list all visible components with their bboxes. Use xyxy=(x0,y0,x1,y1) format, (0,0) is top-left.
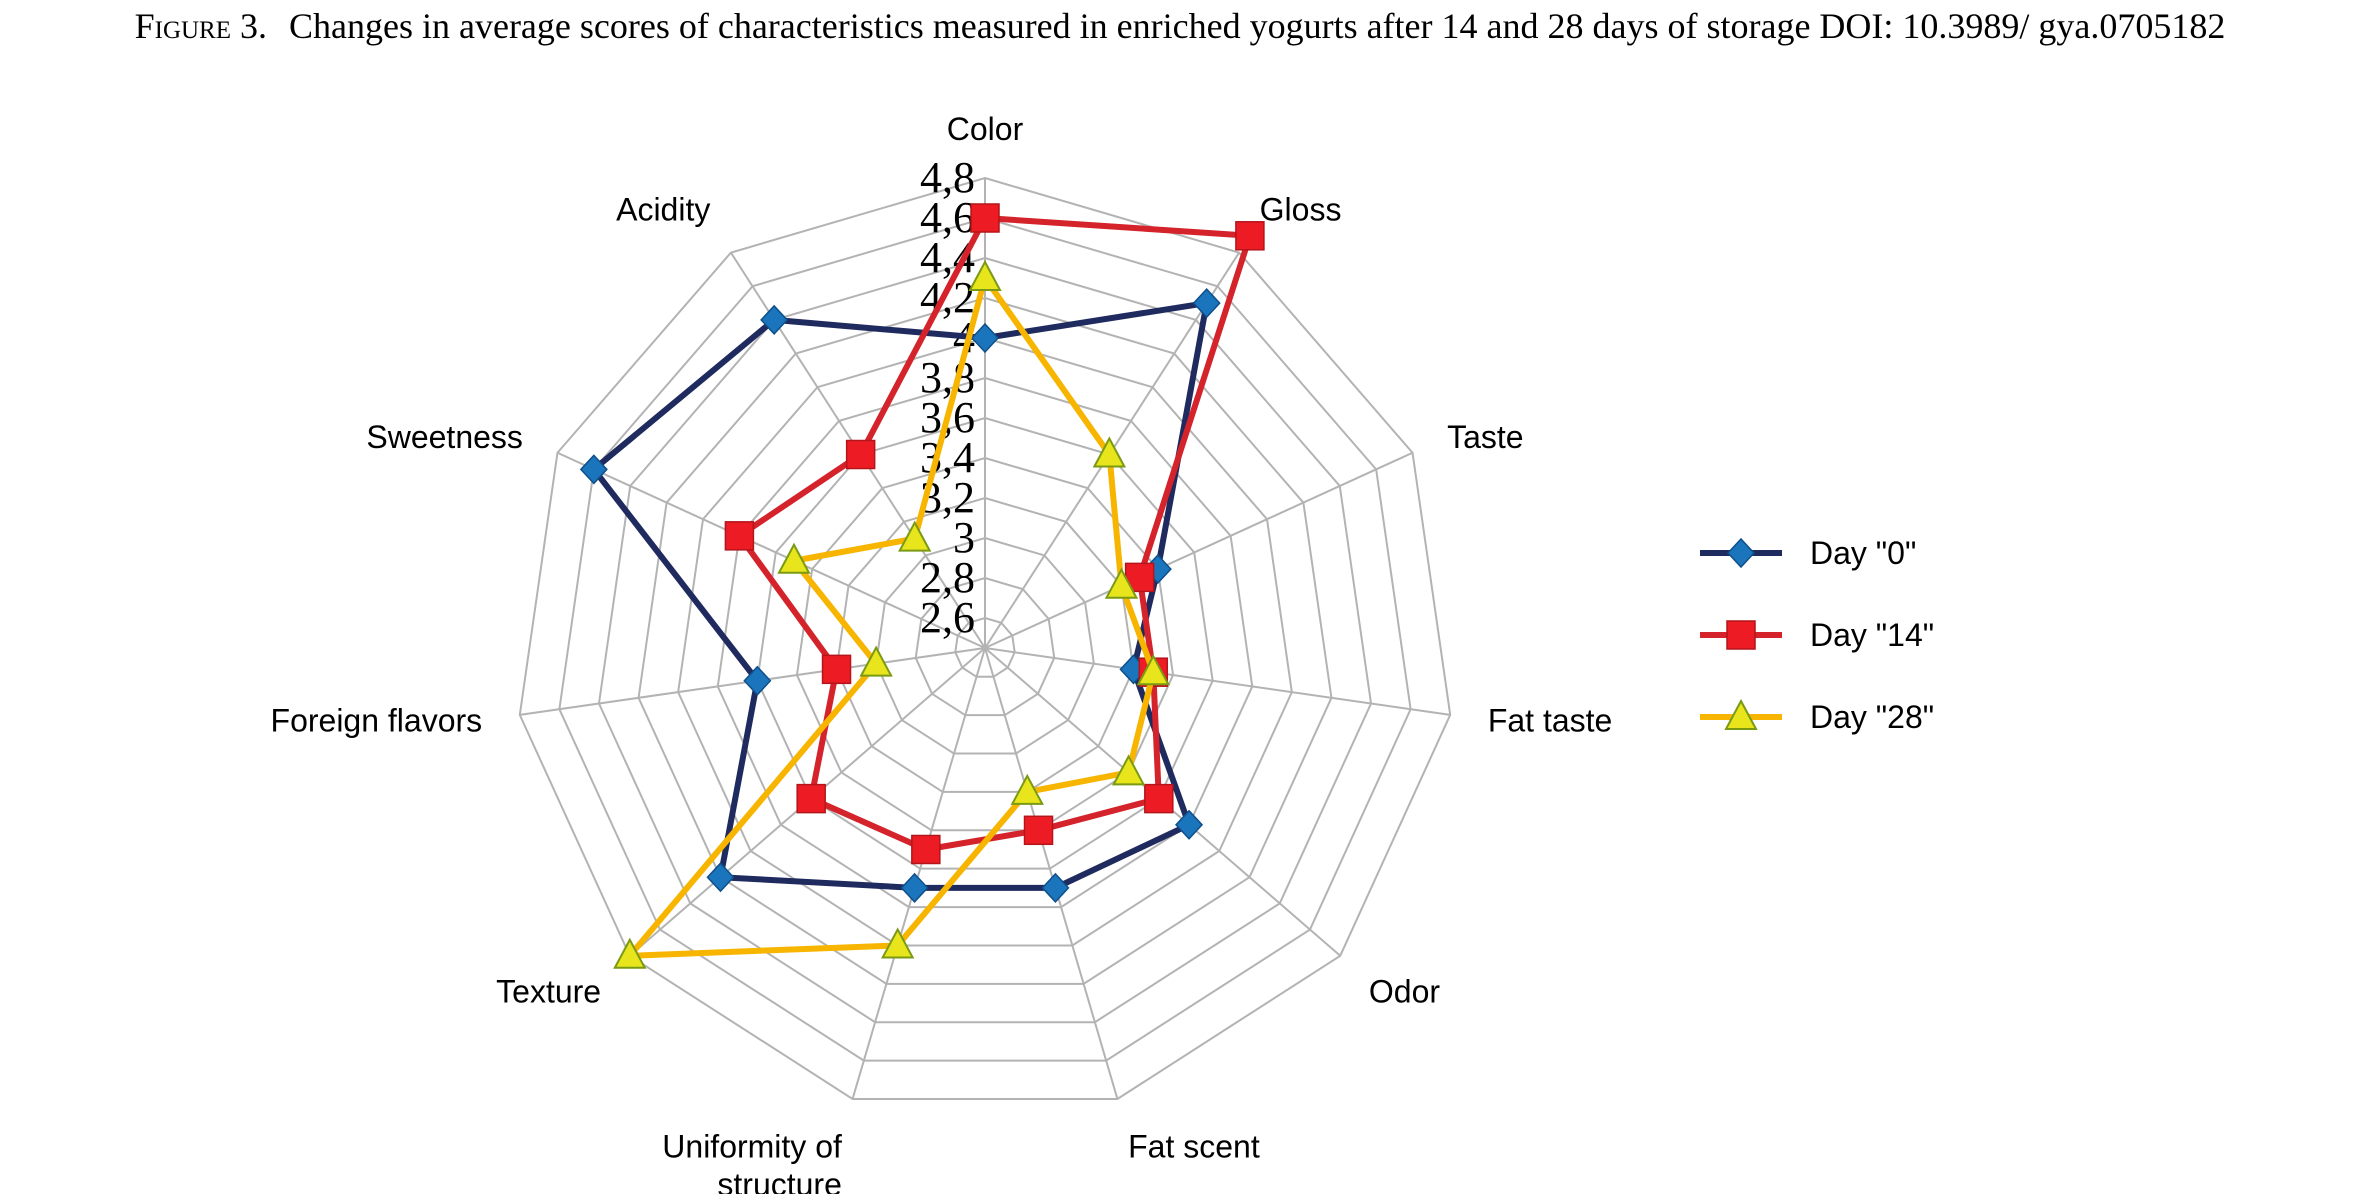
radar-tick-labels: 2,62,833,23,43,63,844,24,44,64,8 xyxy=(920,153,975,642)
axis-label: Taste xyxy=(1447,419,1523,455)
tick-label: 3 xyxy=(953,513,975,562)
data-point xyxy=(760,304,789,336)
series-line xyxy=(736,215,1253,853)
axis-label: Texture xyxy=(496,974,601,1010)
legend-marker xyxy=(1726,537,1756,569)
legend-marker xyxy=(1726,620,1756,650)
axis-label: Fat taste xyxy=(1488,702,1613,738)
grid-ring xyxy=(756,416,1214,870)
data-point xyxy=(1144,783,1174,814)
data-point xyxy=(1136,654,1170,686)
axis-label: Sweetness xyxy=(366,419,523,455)
data-point xyxy=(1192,287,1221,319)
grid-spoke xyxy=(984,647,1119,1100)
grid-ring xyxy=(716,376,1254,909)
axis-label: Foreign flavors xyxy=(271,702,483,738)
data-point xyxy=(911,834,941,865)
tick-label: 2,8 xyxy=(920,553,975,602)
data-point xyxy=(613,937,647,969)
grid-ring xyxy=(914,576,1056,717)
grid-spoke xyxy=(557,451,986,649)
data-point xyxy=(1041,872,1070,903)
legend-item: Day "14" xyxy=(1700,617,1934,653)
grid-ring xyxy=(677,336,1293,947)
grid-spoke xyxy=(984,451,1413,649)
tick-label: 4,6 xyxy=(920,193,975,242)
data-point xyxy=(1010,773,1044,805)
data-point xyxy=(1023,815,1054,846)
tick-label: 4,8 xyxy=(920,153,975,202)
data-point xyxy=(777,542,811,574)
data-point xyxy=(970,203,1000,233)
grid-ring xyxy=(637,296,1333,985)
grid-ring xyxy=(954,616,1016,678)
data-point xyxy=(1111,754,1146,786)
data-point xyxy=(796,783,826,814)
grid-ring xyxy=(875,536,1095,755)
series-1 xyxy=(724,203,1265,865)
axis-label: Acidity xyxy=(616,192,710,228)
axis-label: Odor xyxy=(1369,974,1440,1010)
legend-item: Day "0" xyxy=(1700,535,1916,571)
axis-label: Fat scent xyxy=(1128,1128,1260,1164)
legend: Day "0" Day "14" Day "28" xyxy=(1700,535,1934,735)
data-point xyxy=(724,521,755,551)
grid-ring xyxy=(558,216,1412,1062)
data-point xyxy=(821,654,852,685)
data-point xyxy=(1235,221,1265,251)
data-point xyxy=(845,439,876,470)
grid-ring xyxy=(597,256,1373,1024)
series-2 xyxy=(613,259,1170,969)
legend-label: Day "28" xyxy=(1810,699,1934,735)
axis-label: Color xyxy=(947,111,1024,147)
legend-label: Day "14" xyxy=(1810,617,1934,653)
data-point xyxy=(706,862,735,893)
radar-series xyxy=(579,203,1265,969)
data-point xyxy=(1104,567,1139,599)
grid-ring xyxy=(518,176,1452,1100)
legend-marker xyxy=(1724,698,1758,730)
figure-label: Figure 3. xyxy=(134,6,267,46)
data-point xyxy=(898,520,932,552)
series-line xyxy=(590,300,1210,891)
tick-label: 3,8 xyxy=(920,353,975,402)
data-point xyxy=(900,872,929,903)
grid-spoke xyxy=(984,647,1451,716)
tick-label: 2,6 xyxy=(920,593,975,642)
legend-label: Day "0" xyxy=(1810,535,1916,571)
series-line xyxy=(626,275,1157,959)
grid-spoke xyxy=(851,647,986,1100)
figure-caption: Figure 3. Changes in average scores of ch… xyxy=(40,6,2320,46)
data-point xyxy=(970,322,1000,354)
data-point xyxy=(859,645,893,677)
tick-label: 4,2 xyxy=(920,273,975,322)
data-point xyxy=(743,665,772,696)
data-point xyxy=(579,454,608,485)
radar-grid xyxy=(518,176,1452,1100)
data-point xyxy=(1175,809,1204,840)
data-point xyxy=(1092,436,1127,468)
caption-text: Changes in average scores of characteris… xyxy=(289,6,2226,46)
axis-label: Gloss xyxy=(1260,192,1342,228)
legend-item: Day "28" xyxy=(1700,698,1934,735)
data-point xyxy=(880,927,915,959)
grid-ring xyxy=(835,496,1135,793)
data-point xyxy=(968,259,1002,291)
